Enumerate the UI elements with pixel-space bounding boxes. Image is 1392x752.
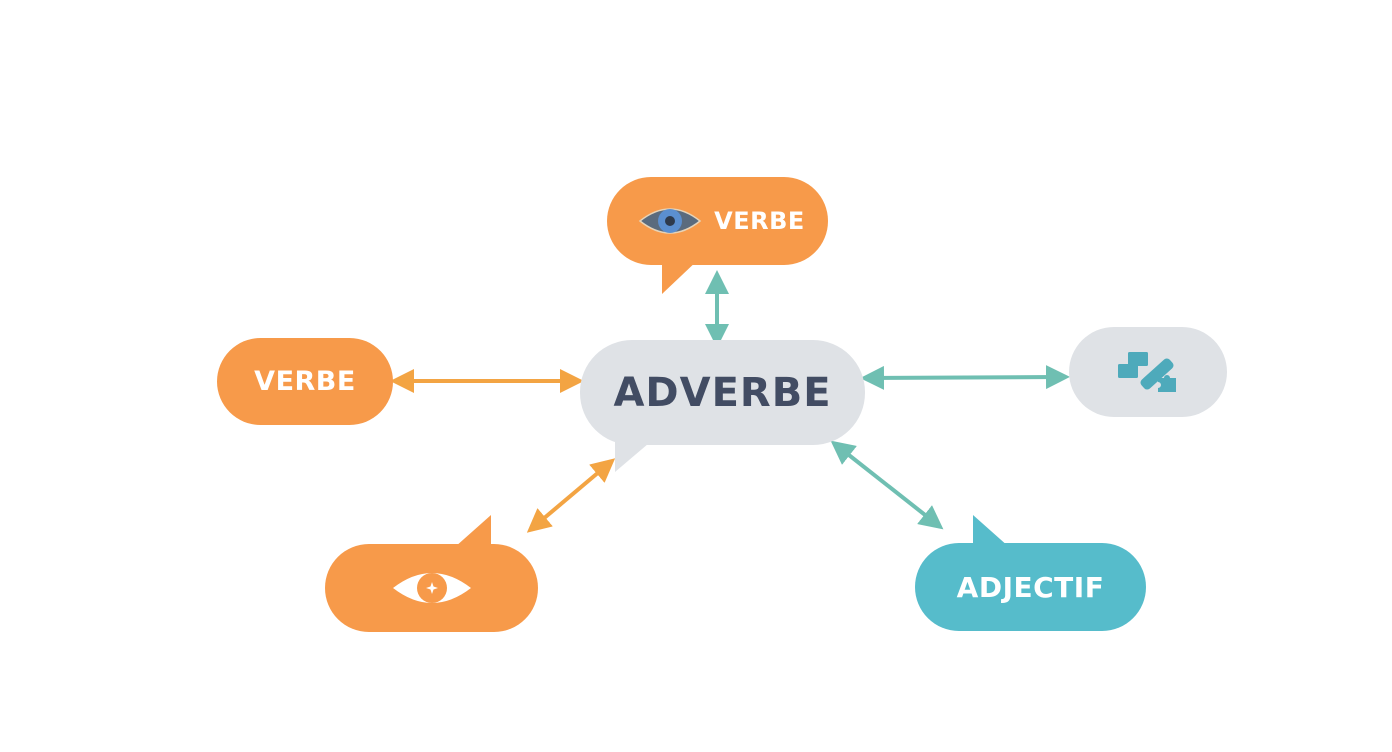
node-label: VERBE — [254, 366, 356, 397]
eye-plus-icon — [392, 573, 471, 603]
node-center-adverbe[interactable]: ADVERBE — [580, 340, 865, 445]
node-label: ADVERBE — [613, 369, 832, 416]
node-right-icon[interactable] — [1069, 327, 1227, 417]
node-label: ADJECTIF — [956, 570, 1105, 604]
node-top-verbe[interactable]: VERBE — [607, 177, 828, 265]
speech-tail — [662, 258, 700, 294]
arrow-center-bottom-right — [830, 440, 944, 530]
arrow-center-bottom-left — [526, 458, 616, 533]
eye-icon — [638, 208, 702, 234]
speech-tail — [615, 438, 655, 472]
speech-tail — [455, 515, 491, 547]
node-label: VERBE — [714, 207, 805, 235]
node-bottom-right-adjectif[interactable]: ADJECTIF — [915, 543, 1146, 631]
puzzle-bandage-icon — [1118, 352, 1176, 392]
node-bottom-left-eye[interactable] — [325, 544, 538, 632]
arrow-center-right — [860, 365, 1070, 390]
speech-tail — [973, 515, 1009, 547]
node-left-verbe[interactable]: VERBE — [217, 338, 393, 425]
